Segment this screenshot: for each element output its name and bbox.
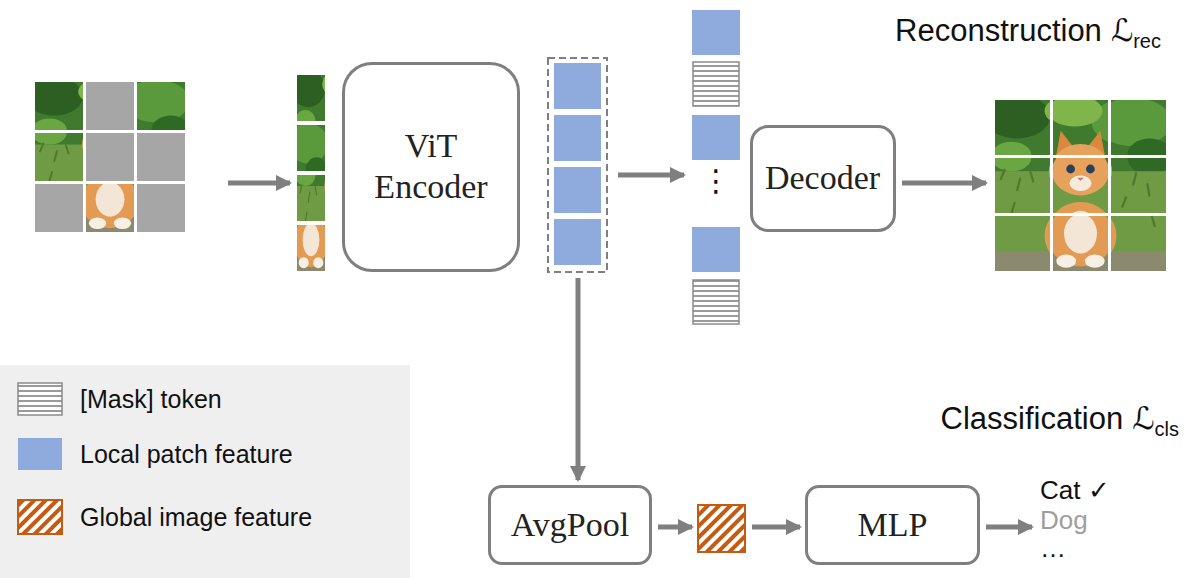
mlp-box: MLP xyxy=(805,485,980,565)
loss-subscript: rec xyxy=(1133,30,1161,52)
node-label: ViT Encoder xyxy=(345,126,517,208)
decoder-box: Decoder xyxy=(750,125,896,232)
masked-input-image xyxy=(25,77,189,232)
legend-label: Global image feature xyxy=(80,502,312,532)
loss-symbol: ℒ xyxy=(1111,12,1133,48)
ellipsis: ⋮ xyxy=(692,166,740,196)
reconstructed-image xyxy=(984,95,1172,272)
loss-subscript: cls xyxy=(1155,418,1179,440)
node-label: Decoder xyxy=(761,158,884,199)
legend-swatch xyxy=(18,438,62,470)
loss-name: Reconstruction xyxy=(895,13,1102,48)
loss-name: Classification xyxy=(941,401,1124,436)
node-label: MLP xyxy=(854,505,932,546)
encoder-features xyxy=(548,58,607,272)
pooling-box: AvgPool xyxy=(488,485,652,565)
node-label: AvgPool xyxy=(507,505,633,546)
encoder-box: ViT Encoder xyxy=(342,62,520,272)
legend-panel xyxy=(0,365,410,578)
class-label: Cat ✓ xyxy=(1040,475,1110,505)
global-feature-sample xyxy=(18,500,62,534)
legend-label: Local patch feature xyxy=(80,439,293,469)
class-label: … xyxy=(1040,533,1066,563)
loss-heading: Reconstruction ℒrec xyxy=(895,12,1161,53)
mask-token-sample xyxy=(18,383,62,415)
token-sequence xyxy=(692,10,740,324)
class-label: Dog xyxy=(1040,505,1088,535)
loss-symbol: ℒ xyxy=(1132,400,1154,436)
global-feature xyxy=(698,505,745,552)
loss-heading: Classificationℒcls xyxy=(941,400,1179,441)
legend-label: [Mask] token xyxy=(80,384,222,414)
